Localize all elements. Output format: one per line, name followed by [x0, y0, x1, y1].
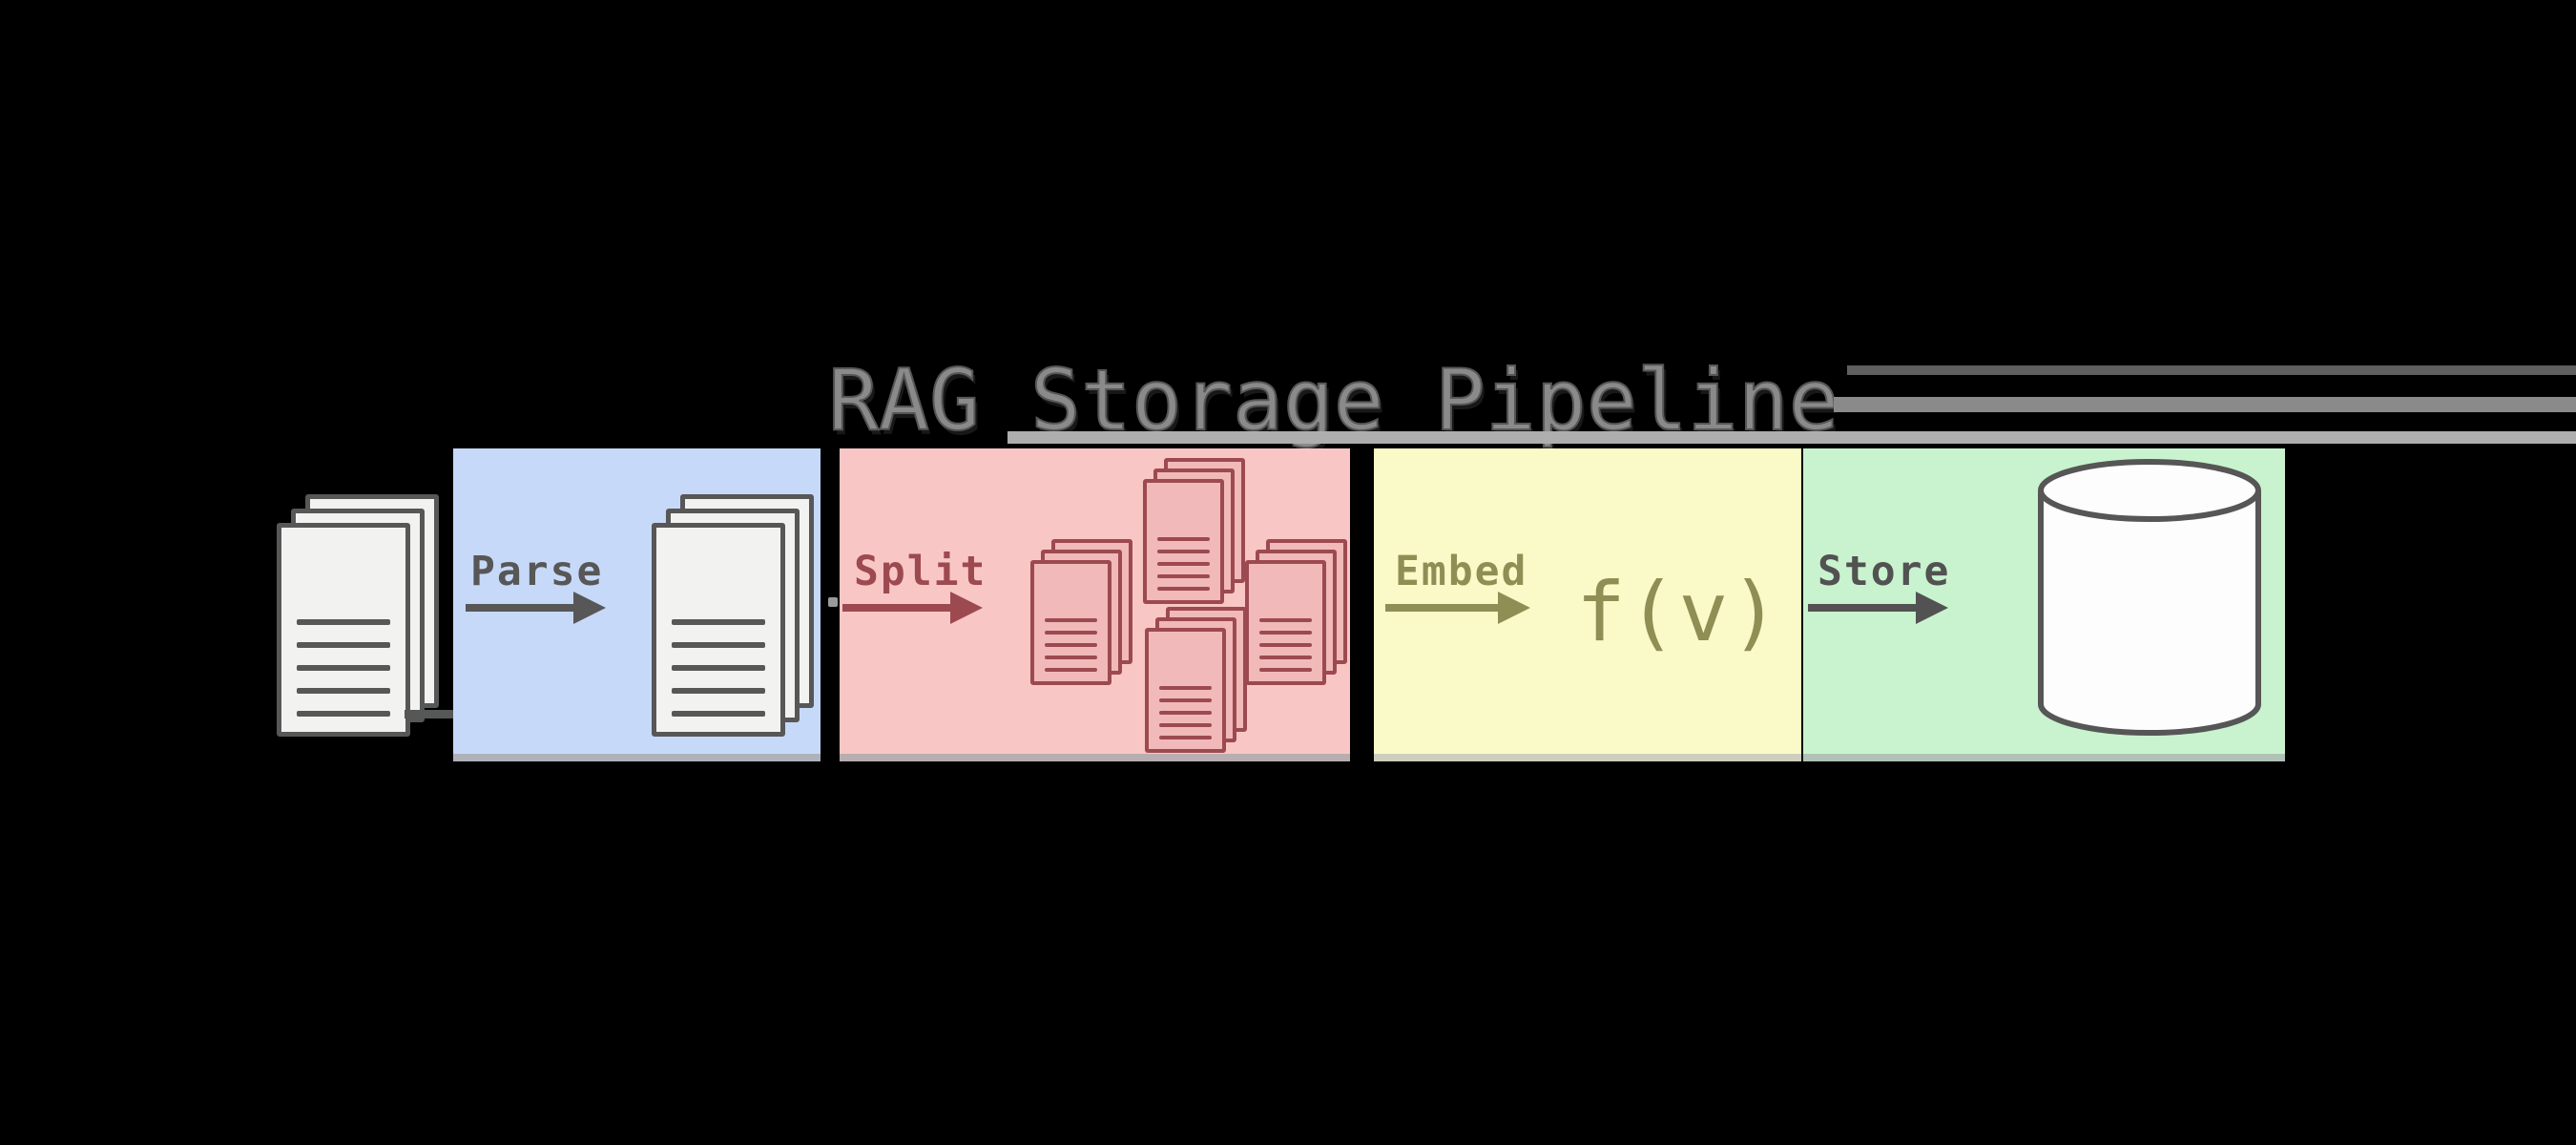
input-documents-icon [277, 494, 439, 737]
stage-embed-box: Embed f(v) [1374, 448, 1801, 754]
box-bottom-edge [840, 754, 1350, 761]
stage-store-box: Store [1803, 448, 2285, 754]
title-rule-middle [1834, 397, 2576, 412]
stage-parse-box: Parse [453, 448, 821, 754]
document-page [652, 523, 785, 737]
chunk-stack-icon [1143, 458, 1245, 604]
title-rule-top [1847, 365, 2576, 375]
box-bottom-edge [1803, 754, 2285, 761]
parsed-documents-icon [652, 494, 814, 737]
inter-box-connector-dot [828, 597, 838, 607]
stage-parse-label: Parse [470, 548, 604, 595]
diagram-title: RAG Storage Pipeline [827, 351, 1840, 449]
box-bottom-edge [1374, 754, 1801, 761]
title-rule-bottom [1008, 431, 2576, 444]
stage-embed-label: Embed [1395, 548, 1528, 595]
stage-split-label: Split [854, 548, 987, 595]
stage-store-label: Store [1818, 548, 1951, 595]
chunk-stack-icon [1145, 607, 1247, 753]
input-connector-line [405, 710, 454, 718]
document-page [277, 523, 410, 737]
chunk-page [1145, 628, 1226, 753]
chunk-page [1143, 479, 1224, 604]
embedding-formula: f(v) [1576, 565, 1782, 660]
box-bottom-edge [453, 754, 821, 761]
chunk-stack-icon [1245, 539, 1347, 685]
chunk-page [1030, 560, 1111, 685]
chunk-page [1245, 560, 1326, 685]
database-cylinder-icon [2038, 459, 2261, 736]
stage-split-box: Split [840, 448, 1350, 754]
chunk-stack-icon [1030, 539, 1132, 685]
